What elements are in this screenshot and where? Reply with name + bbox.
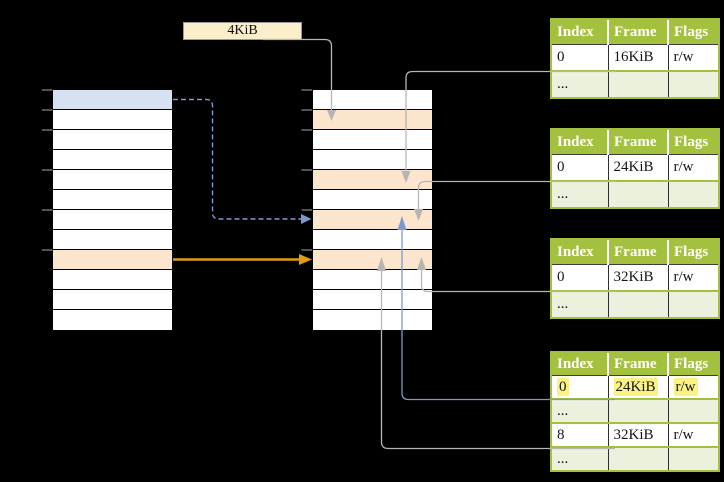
table-cell: ... xyxy=(552,399,608,424)
memory-row xyxy=(53,170,172,190)
memory-row xyxy=(313,190,432,210)
virtual-memory-column xyxy=(52,89,173,331)
table-cell: 32KiB xyxy=(607,423,668,448)
memory-row xyxy=(53,150,172,170)
table-cell xyxy=(667,291,718,317)
memory-row xyxy=(53,310,172,330)
table-cell: ... xyxy=(552,291,608,317)
column-header: Frame xyxy=(607,20,668,45)
memory-row xyxy=(53,250,172,270)
memory-row xyxy=(313,310,432,330)
table-cell: r/w xyxy=(667,264,718,292)
memory-row xyxy=(313,270,432,290)
table-cell: ... xyxy=(552,71,608,97)
page-size-label: 4KiB xyxy=(227,23,258,38)
table-row: ... xyxy=(552,181,718,207)
memory-row xyxy=(53,190,172,210)
memory-row xyxy=(313,170,432,190)
table-cell xyxy=(667,71,718,97)
highlighted-value: r/w xyxy=(673,377,698,396)
memory-row xyxy=(53,130,172,150)
memory-row xyxy=(313,230,432,250)
memory-row xyxy=(53,290,172,310)
table-cell: 0 xyxy=(552,264,608,292)
memory-row xyxy=(53,210,172,230)
table-cell: 0 xyxy=(552,375,608,400)
column-header: Frame xyxy=(607,353,668,376)
column-header: Flags xyxy=(667,130,718,155)
column-header: Flags xyxy=(667,240,718,265)
arrow-dashed-virtual-to-physical xyxy=(173,98,312,224)
memory-row xyxy=(53,230,172,250)
table-row: ... xyxy=(552,71,718,97)
memory-row xyxy=(53,90,172,110)
column-header: Index xyxy=(552,240,608,265)
column-header: Flags xyxy=(667,20,718,45)
table-cell: 24KiB xyxy=(607,154,668,182)
table-cell xyxy=(607,447,668,470)
page-size-label-box: 4KiB xyxy=(183,22,302,40)
memory-row xyxy=(313,150,432,170)
table-row: ... xyxy=(552,291,718,317)
memory-row xyxy=(313,130,432,150)
table-cell: 24KiB xyxy=(607,375,668,400)
table-cell xyxy=(607,181,668,207)
table-cell: 8 xyxy=(552,423,608,448)
memory-row xyxy=(313,110,432,130)
physical-memory-column xyxy=(312,89,433,331)
memory-row xyxy=(313,90,432,110)
column-header: Frame xyxy=(607,130,668,155)
memory-row xyxy=(53,110,172,130)
table-cell: 0 xyxy=(552,154,608,182)
table-cell xyxy=(667,399,718,424)
table-cell xyxy=(667,181,718,207)
highlighted-value: 24KiB xyxy=(613,377,658,396)
table-cell: 32KiB xyxy=(607,264,668,292)
memory-row xyxy=(53,270,172,290)
column-header: Frame xyxy=(607,240,668,265)
table-row: ... xyxy=(552,399,718,424)
table-cell: ... xyxy=(552,181,608,207)
arrow-orange-virtual-to-physical xyxy=(173,254,312,265)
table-cell xyxy=(607,291,668,317)
table-row: 0 24KiB r/w xyxy=(552,375,718,400)
table-cell xyxy=(607,71,668,97)
memory-row xyxy=(313,290,432,310)
table-cell: r/w xyxy=(667,44,718,72)
highlighted-value: 0 xyxy=(557,377,569,396)
column-header: Index xyxy=(552,130,608,155)
table-cell: ... xyxy=(552,447,608,470)
table-cell: r/w xyxy=(667,375,718,400)
table-cell: 0 xyxy=(552,44,608,72)
table-cell xyxy=(607,399,668,424)
table-cell: 16KiB xyxy=(607,44,668,72)
memory-row xyxy=(313,250,432,270)
memory-row xyxy=(313,210,432,230)
table-cell xyxy=(667,447,718,470)
table-cell: r/w xyxy=(667,154,718,182)
table-cell: r/w xyxy=(667,423,718,448)
column-header: Flags xyxy=(667,353,718,376)
column-header: Index xyxy=(552,20,608,45)
table-row: ... xyxy=(552,447,718,470)
column-header: Index xyxy=(552,353,608,376)
